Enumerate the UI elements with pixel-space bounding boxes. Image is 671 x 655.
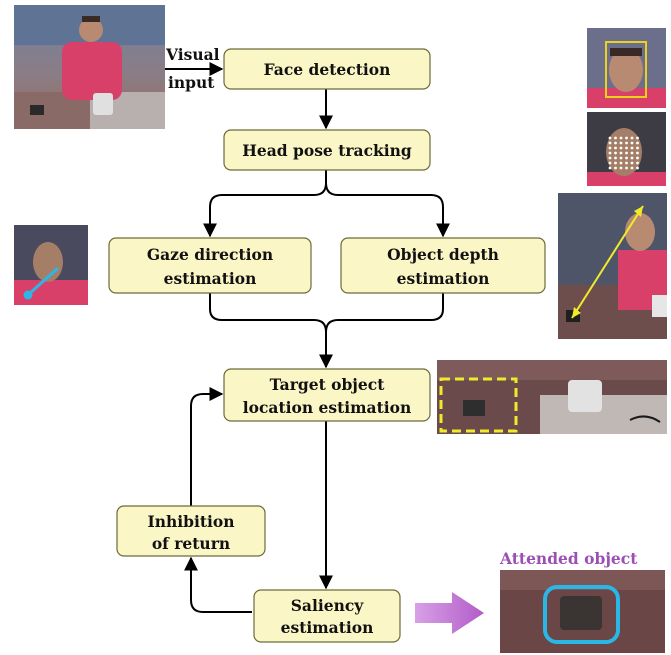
landmark-dot [619,151,623,155]
landmark-dot [625,166,628,170]
landmark-dot [614,136,617,140]
inhibition-of-return-node: Inhibition of return [116,505,266,557]
landmark-dot [614,141,617,145]
landmark-dot [625,136,628,140]
landmark-dot [619,136,623,140]
head-pose-photo [587,112,666,186]
landmark-dot [630,166,634,170]
landmark-dot [636,136,639,140]
landmark-dot [608,151,612,155]
landmark-dot [608,141,612,145]
landmark-dot [608,161,612,165]
landmark-dot [630,151,634,155]
gaze-direction-node: Gaze direction estimation [108,237,312,294]
landmark-dot [619,161,623,165]
landmark-dot [625,141,628,145]
landmark-dot [636,161,639,165]
svg-text:estimation: estimation [281,618,374,637]
saliency-estimation-node: Saliency estimation [253,589,401,643]
edges [165,62,450,613]
landmark-dot [625,156,628,160]
target-location-node: Target object location estimation [223,368,431,422]
head-pose-tracking-node: Head pose tracking [223,129,431,171]
landmark-dot [636,156,639,160]
svg-text:Target object: Target object [270,375,386,394]
landmark-dot [608,156,612,160]
object-depth-node: Object depth estimation [340,237,546,294]
landmark-dot [636,146,639,150]
landmark-dot [630,161,634,165]
landmark-dot [614,166,617,170]
svg-text:estimation: estimation [164,269,257,288]
svg-text:estimation: estimation [397,269,490,288]
landmark-dot [636,166,639,170]
svg-text:Head pose tracking: Head pose tracking [242,141,412,160]
landmark-dot [619,156,623,160]
landmark-dot [625,146,628,150]
svg-text:of return: of return [152,534,230,553]
landmark-dot [619,166,623,170]
landmark-dot [619,146,623,150]
landmark-dot [630,141,634,145]
face-detection-photo [587,28,666,108]
svg-text:Gaze direction: Gaze direction [147,245,273,264]
attended-object-photo [500,570,665,653]
landmark-dot [619,141,623,145]
visual-input-photo [14,5,165,129]
landmark-dot [630,146,634,150]
output-arrow [415,592,484,634]
target-location-photo [437,360,667,434]
landmark-dot [614,151,617,155]
svg-text:Inhibition: Inhibition [147,512,234,531]
landmark-dot [630,156,634,160]
landmark-dot [614,161,617,165]
svg-text:Face detection: Face detection [264,60,391,79]
landmark-dot [636,151,639,155]
landmark-dot [614,156,617,160]
object-depth-photo [558,193,667,339]
landmark-dot [625,161,628,165]
landmark-dot [636,141,639,145]
svg-text:location estimation: location estimation [243,398,412,417]
landmark-dot [608,146,612,150]
gaze-direction-photo [14,225,88,305]
visual-input-label: Visual [165,45,220,64]
svg-text:Saliency: Saliency [291,596,365,615]
face-detection-node: Face detection [223,48,431,90]
landmark-dot [614,146,617,150]
landmark-dot [625,151,628,155]
landmark-dot [608,136,612,140]
visual-input-label-2: input [168,73,215,92]
landmark-dot [630,136,634,140]
svg-text:Object depth: Object depth [387,245,499,264]
landmark-dot [608,166,612,170]
attended-object-label: Attended object [499,549,638,568]
